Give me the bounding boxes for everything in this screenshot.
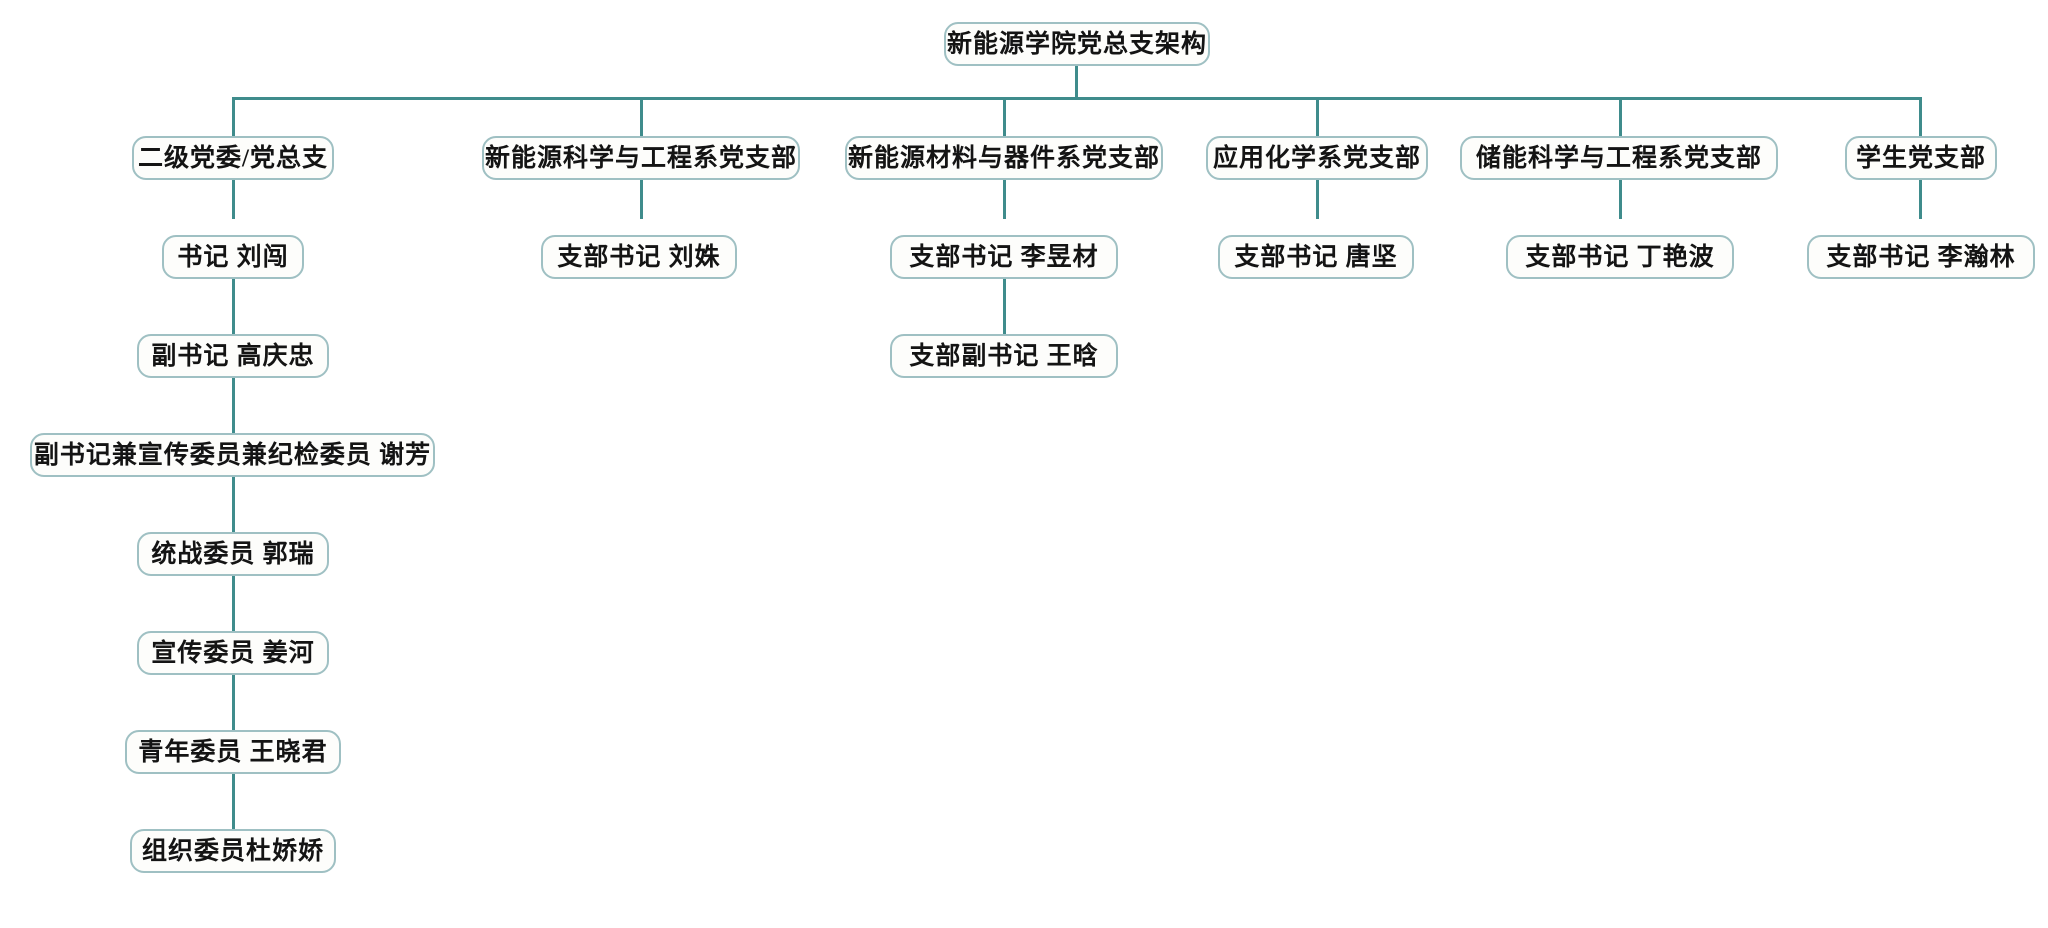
node-branch-secretary-lihanlin-label: 支部书记 李瀚林 bbox=[1826, 243, 2016, 271]
node-branch-deputy-secretary-wanghan[interactable]: 支部副书记 王晗 bbox=[890, 334, 1118, 378]
node-youth-wangxiaojun-label: 青年委员 王晓君 bbox=[138, 738, 328, 766]
node-root-label: 新能源学院党总支架构 bbox=[947, 30, 1208, 58]
connector-bus-drop-2 bbox=[640, 97, 643, 136]
connector-c2-1 bbox=[640, 180, 643, 219]
connector-c6-1 bbox=[1919, 180, 1922, 219]
node-propaganda-jianghe-label: 宣传委员 姜河 bbox=[151, 639, 315, 667]
connector-c1-7 bbox=[232, 774, 235, 830]
node-branch-new-energy-materials-devices[interactable]: 新能源材料与器件系党支部 bbox=[845, 136, 1163, 180]
node-branch-secretary-lihanlin[interactable]: 支部书记 李瀚林 bbox=[1807, 235, 2035, 279]
node-organization-dujiaojiao[interactable]: 组织委员杜娇娇 bbox=[130, 829, 336, 873]
node-deputy-gaoqingzhong[interactable]: 副书记 高庆忠 bbox=[137, 334, 329, 378]
node-branch-secretary-liyucai[interactable]: 支部书记 李昱材 bbox=[890, 235, 1118, 279]
connector-c1-1 bbox=[232, 180, 235, 219]
connector-bus-drop-6 bbox=[1919, 97, 1922, 136]
node-secretary-liuchuang-label: 书记 刘闯 bbox=[177, 243, 289, 271]
node-united-front-guorui[interactable]: 统战委员 郭瑞 bbox=[137, 532, 329, 576]
node-deputy-gaoqingzhong-label: 副书记 高庆忠 bbox=[151, 342, 315, 370]
node-branch-party-committee[interactable]: 二级党委/党总支 bbox=[132, 136, 334, 180]
node-branch-energy-storage-science-engineering-label: 储能科学与工程系党支部 bbox=[1475, 144, 1762, 172]
connector-c5-1 bbox=[1619, 180, 1622, 219]
node-branch-secretary-tangjian[interactable]: 支部书记 唐坚 bbox=[1218, 235, 1414, 279]
node-deputy-propaganda-discipline-xiefang[interactable]: 副书记兼宣传委员兼纪检委员 谢芳 bbox=[30, 433, 435, 477]
node-branch-party-committee-label: 二级党委/党总支 bbox=[138, 144, 328, 172]
connector-root-stem bbox=[1075, 66, 1078, 98]
node-branch-applied-chemistry-label: 应用化学系党支部 bbox=[1212, 144, 1421, 172]
connector-bus-drop-5 bbox=[1619, 97, 1622, 136]
node-branch-new-energy-science-engineering-label: 新能源科学与工程系党支部 bbox=[485, 144, 798, 172]
node-branch-student-party-label: 学生党支部 bbox=[1855, 144, 1986, 172]
connector-c1-3 bbox=[232, 378, 235, 434]
connector-c4-1 bbox=[1316, 180, 1319, 219]
node-branch-new-energy-materials-devices-label: 新能源材料与器件系党支部 bbox=[848, 144, 1161, 172]
node-branch-secretary-liyucai-label: 支部书记 李昱材 bbox=[909, 243, 1099, 271]
node-branch-applied-chemistry[interactable]: 应用化学系党支部 bbox=[1206, 136, 1428, 180]
connector-c1-5 bbox=[232, 576, 235, 632]
node-organization-dujiaojiao-label: 组织委员杜娇娇 bbox=[141, 837, 324, 865]
node-secretary-liuchuang[interactable]: 书记 刘闯 bbox=[162, 235, 304, 279]
node-propaganda-jianghe[interactable]: 宣传委员 姜河 bbox=[137, 631, 329, 675]
node-branch-secretary-tangjian-label: 支部书记 唐坚 bbox=[1234, 243, 1398, 271]
connector-c1-2 bbox=[232, 279, 235, 335]
node-branch-secretary-liushu-label: 支部书记 刘姝 bbox=[557, 243, 721, 271]
connector-main-bus bbox=[232, 97, 1922, 100]
node-united-front-guorui-label: 统战委员 郭瑞 bbox=[151, 540, 315, 568]
connector-c3-1 bbox=[1003, 180, 1006, 219]
connector-bus-drop-4 bbox=[1316, 97, 1319, 136]
connector-c1-6 bbox=[232, 675, 235, 731]
node-branch-student-party[interactable]: 学生党支部 bbox=[1845, 136, 1997, 180]
connector-c3-2 bbox=[1003, 279, 1006, 335]
node-youth-wangxiaojun[interactable]: 青年委员 王晓君 bbox=[125, 730, 341, 774]
node-deputy-propaganda-discipline-xiefang-label: 副书记兼宣传委员兼纪检委员 谢芳 bbox=[33, 441, 432, 469]
node-root[interactable]: 新能源学院党总支架构 bbox=[944, 22, 1210, 66]
node-branch-energy-storage-science-engineering[interactable]: 储能科学与工程系党支部 bbox=[1460, 136, 1778, 180]
connector-c1-4 bbox=[232, 477, 235, 533]
connector-bus-drop-1 bbox=[232, 97, 235, 136]
connector-bus-drop-3 bbox=[1003, 97, 1006, 136]
node-branch-deputy-secretary-wanghan-label: 支部副书记 王晗 bbox=[909, 342, 1099, 370]
node-branch-new-energy-science-engineering[interactable]: 新能源科学与工程系党支部 bbox=[482, 136, 800, 180]
node-branch-secretary-dingyanbo[interactable]: 支部书记 丁艳波 bbox=[1506, 235, 1734, 279]
node-branch-secretary-liushu[interactable]: 支部书记 刘姝 bbox=[541, 235, 737, 279]
node-branch-secretary-dingyanbo-label: 支部书记 丁艳波 bbox=[1525, 243, 1715, 271]
